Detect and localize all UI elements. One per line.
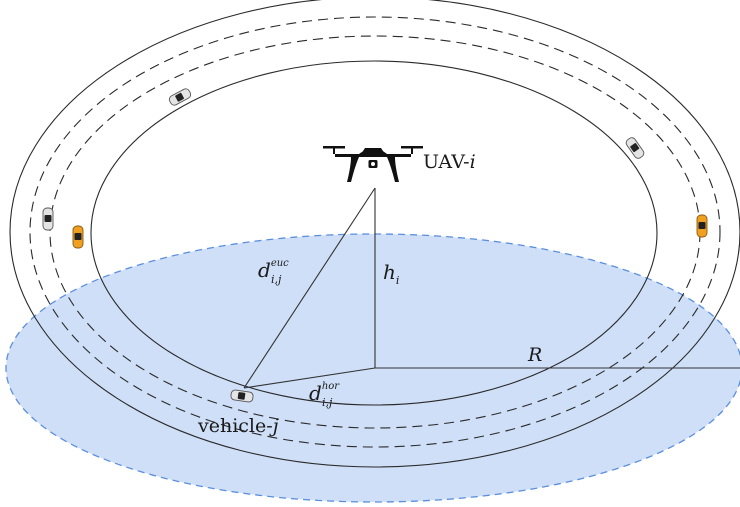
- radius-label: R: [527, 344, 542, 366]
- car-icon: [42, 207, 54, 231]
- road-outer-edge: [9, 0, 740, 468]
- road-inner-edge: [90, 60, 658, 406]
- car-icon: [696, 214, 708, 238]
- vehicle-label: vehicle-j: [197, 415, 279, 437]
- horizontal-distance-line: [243, 367, 376, 389]
- road-lane-divider-outer: [29, 16, 721, 448]
- uav-drone-icon: [323, 146, 423, 182]
- uav-label: UAV-i: [423, 151, 476, 173]
- car-icon: [168, 88, 192, 106]
- euclidean-distance-line: [243, 187, 376, 389]
- height-label: hi: [383, 260, 399, 287]
- vehicle-j-car-icon: [230, 389, 254, 403]
- car-icon: [625, 137, 645, 159]
- geometry-lines: [243, 187, 740, 389]
- car-icon: [72, 225, 84, 249]
